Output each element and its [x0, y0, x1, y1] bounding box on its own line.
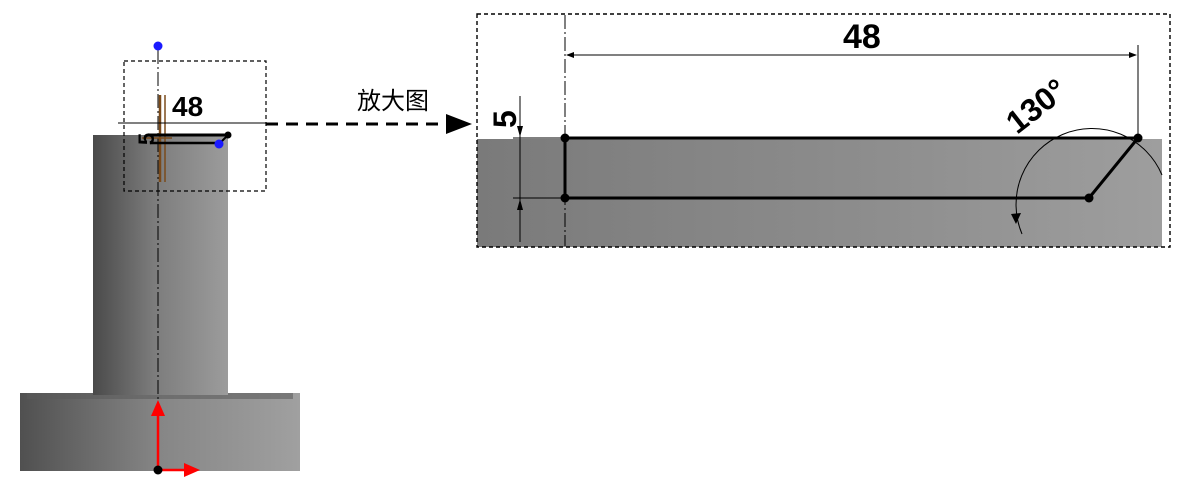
y-axis-arrowhead	[151, 400, 165, 416]
drag-handle-point[interactable]	[153, 41, 163, 51]
origin-point[interactable]	[153, 465, 163, 475]
dimension-arrowhead	[517, 199, 523, 210]
sketch-point[interactable]	[1084, 193, 1094, 203]
dimension-arrowhead	[517, 126, 523, 137]
overview-part	[20, 135, 300, 471]
sketch-line-chamfer	[1087, 137, 1140, 199]
overview-sketch: 48 5	[118, 41, 268, 192]
callout: 放大图	[266, 87, 472, 134]
overview-dimension-height[interactable]: 5	[134, 133, 159, 145]
overview-dimension-length[interactable]: 48	[172, 91, 203, 122]
detail-view: 48 5 130°	[476, 13, 1171, 248]
detail-part-fill	[477, 139, 1162, 247]
callout-arrowhead	[446, 114, 472, 134]
detail-dimension-length[interactable]: 48	[843, 18, 881, 56]
sketch-point[interactable]	[560, 133, 570, 143]
x-axis-arrowhead	[184, 463, 200, 477]
base-flange-top-edge	[27, 393, 293, 399]
drag-handle-point[interactable]	[214, 139, 224, 149]
angle-dimension-arc	[1015, 128, 1163, 235]
sketch-point[interactable]	[1133, 133, 1143, 143]
detail-dimension-angle[interactable]: 130°	[999, 71, 1073, 140]
sketch-point[interactable]	[224, 131, 232, 139]
detail-dimension-height[interactable]: 5	[487, 110, 523, 128]
sketch-point[interactable]	[560, 193, 570, 203]
detail-zoom-frame	[476, 13, 1171, 248]
angle-arrowhead	[1011, 213, 1021, 224]
callout-label: 放大图	[357, 87, 429, 115]
overview-zoom-box	[123, 60, 267, 192]
origin-triad	[151, 400, 200, 477]
